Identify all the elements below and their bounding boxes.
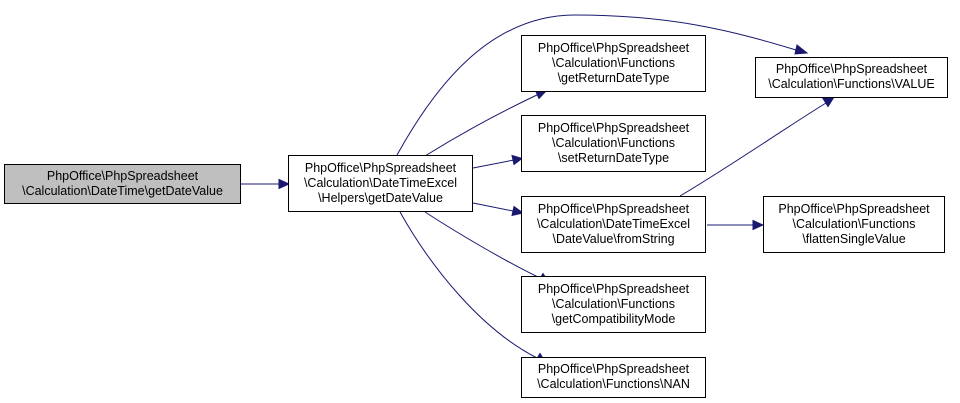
node-fromstring-line-3: \DateValue\fromString bbox=[552, 232, 674, 246]
node-getcompatibilitymode-line-3: \getCompatibilityMode bbox=[552, 312, 676, 326]
edge-fromstring-to-flattensinglevalue bbox=[707, 219, 765, 231]
node-getreturndatetype-line-3: \getReturnDateType bbox=[558, 71, 670, 85]
node-getcompatibilitymode-line-2: \Calculation\Functions bbox=[552, 297, 675, 311]
node-getreturndatetype-line-1: PhpOffice\PhpSpreadsheet bbox=[538, 41, 690, 55]
node-datetime-getdatevalue-line-1: PhpOffice\PhpSpreadsheet bbox=[47, 169, 199, 183]
node-functions-nan[interactable]: PhpOffice\PhpSpreadsheet \Calculation\Fu… bbox=[521, 357, 706, 398]
node-functions-getcompatibilitymode[interactable]: PhpOffice\PhpSpreadsheet \Calculation\Fu… bbox=[521, 276, 706, 333]
node-helpers-getdatevalue-line-2: \Calculation\DateTimeExcel bbox=[304, 176, 457, 190]
node-functions-getreturndatetype[interactable]: PhpOffice\PhpSpreadsheet \Calculation\Fu… bbox=[521, 35, 706, 92]
node-setreturndatetype-line-1: PhpOffice\PhpSpreadsheet bbox=[538, 121, 690, 135]
node-datetime-getdatevalue[interactable]: PhpOffice\PhpSpreadsheet \Calculation\Da… bbox=[4, 164, 241, 204]
node-value-line-2: \Calculation\Functions\VALUE bbox=[768, 77, 935, 91]
node-flattensinglevalue-line-2: \Calculation\Functions bbox=[793, 217, 916, 231]
node-helpers-getdatevalue[interactable]: PhpOffice\PhpSpreadsheet \Calculation\Da… bbox=[288, 155, 473, 212]
node-getreturndatetype-line-2: \Calculation\Functions bbox=[552, 56, 675, 70]
node-setreturndatetype-line-2: \Calculation\Functions bbox=[552, 136, 675, 150]
node-getcompatibilitymode-line-1: PhpOffice\PhpSpreadsheet bbox=[538, 282, 690, 296]
edge-helpers-to-fromstring bbox=[472, 202, 525, 217]
node-nan-line-1: PhpOffice\PhpSpreadsheet bbox=[538, 362, 690, 376]
edge-helpers-to-value bbox=[396, 14, 809, 156]
node-functions-setreturndatetype[interactable]: PhpOffice\PhpSpreadsheet \Calculation\Fu… bbox=[521, 115, 706, 172]
node-datevalue-fromstring[interactable]: PhpOffice\PhpSpreadsheet \Calculation\Da… bbox=[521, 196, 706, 253]
node-fromstring-line-1: PhpOffice\PhpSpreadsheet bbox=[538, 202, 690, 216]
node-helpers-getdatevalue-line-1: PhpOffice\PhpSpreadsheet bbox=[305, 161, 457, 175]
node-helpers-getdatevalue-line-3: \Helpers\getDateValue bbox=[318, 191, 443, 205]
node-functions-flattensinglevalue[interactable]: PhpOffice\PhpSpreadsheet \Calculation\Fu… bbox=[763, 196, 945, 253]
edge-helpers-to-setreturndatetype bbox=[472, 154, 524, 169]
node-flattensinglevalue-line-1: PhpOffice\PhpSpreadsheet bbox=[778, 202, 930, 216]
node-value-line-1: PhpOffice\PhpSpreadsheet bbox=[776, 62, 928, 76]
node-functions-value[interactable]: PhpOffice\PhpSpreadsheet \Calculation\Fu… bbox=[755, 57, 948, 98]
node-fromstring-line-2: \Calculation\DateTimeExcel bbox=[537, 217, 690, 231]
node-flattensinglevalue-line-3: \flattenSingleValue bbox=[802, 232, 905, 246]
node-nan-line-2: \Calculation\Functions\NAN bbox=[537, 377, 690, 391]
node-setreturndatetype-line-3: \setReturnDateType bbox=[558, 151, 669, 165]
edge-datetime-getdatevalue-to-helpers-getdatevalue bbox=[241, 178, 291, 190]
node-datetime-getdatevalue-line-2: \Calculation\DateTime\getDateValue bbox=[22, 184, 223, 198]
